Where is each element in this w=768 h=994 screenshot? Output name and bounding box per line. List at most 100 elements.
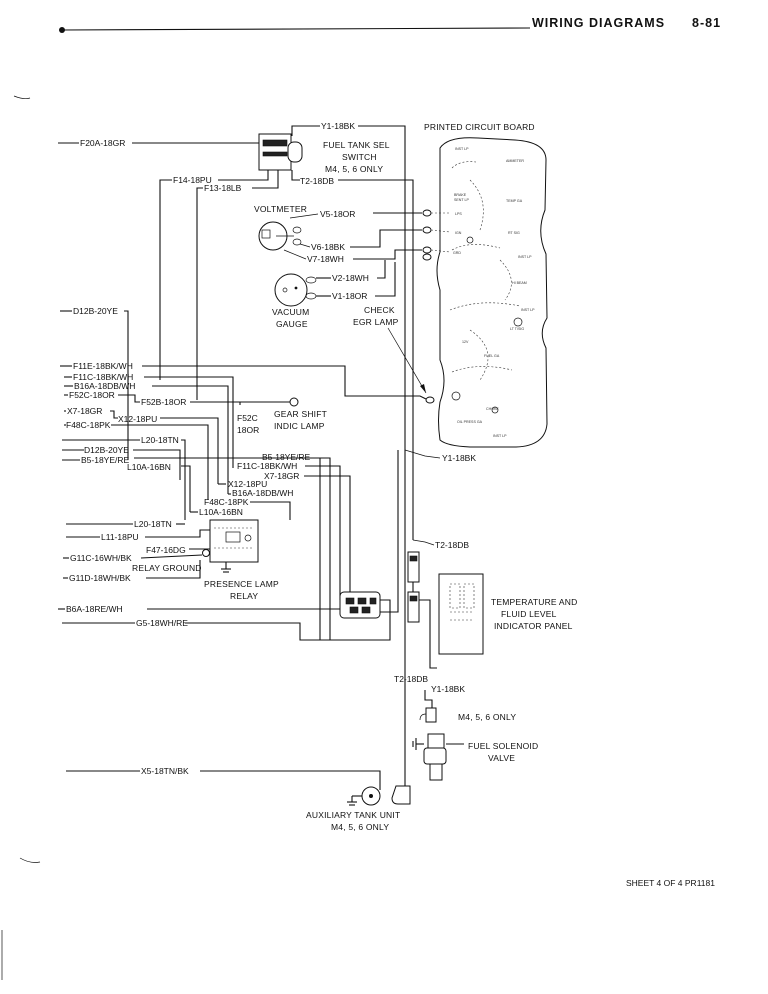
wire-label-f13-18lb: F13-18LB: [204, 183, 242, 193]
presence-lamp-relay-label-2: RELAY: [230, 591, 258, 601]
wire-label-t2-18db-mid: T2-18DB: [435, 540, 469, 550]
fuel-tank-sel-switch: [258, 133, 303, 171]
wire-label-g11c-16wh-bk: G11C-16WH/BK: [70, 553, 132, 563]
wire-label-b5-18ye-re-right: B5-18YE/RE: [262, 452, 311, 462]
wire-label-g5-18wh-re: G5-18WH/RE: [136, 618, 188, 628]
m456-only-label: M4, 5, 6 ONLY: [458, 712, 516, 722]
m456-connector: [419, 707, 437, 723]
wire-label-t2-18db-top: T2-18DB: [300, 176, 334, 186]
wire-f13-riser: [196, 187, 203, 400]
wire-label-t2-18db-lower: T2-18DB: [394, 674, 428, 684]
pcb-legend-1: INST LP: [455, 147, 469, 151]
wire-label-l20-18tn-lower: L20-18TN: [134, 519, 172, 529]
printed-circuit-board: [436, 137, 548, 448]
wire-label-l20-18tn-mid: L20-18TN: [141, 435, 179, 445]
wire-y1-trunk: [358, 125, 406, 450]
gear-shift-lamp-bulb: [289, 397, 299, 407]
wire-y1-lower: [398, 450, 406, 791]
wire-label-f48c-18pk: F48C-18PK: [66, 420, 111, 430]
check-egr-label-2: EGR LAMP: [353, 317, 399, 327]
wire-v7-lead: [283, 249, 307, 260]
wire-label-b16a-18db-wh-right: B16A-18DB/WH: [232, 488, 293, 498]
pcb-legend-5: TEMP GA: [506, 199, 523, 203]
wire-label-d12b-20ye-mid: D12B-20YE: [84, 445, 129, 455]
fuel-solenoid-label-1: FUEL SOLENOID: [468, 741, 538, 751]
wire-label-x7-18gr: X7-18GR: [67, 406, 102, 416]
wire-label-y1-18bk-mid: Y1-18BK: [442, 453, 476, 463]
wire-label-g11d-18wh-bk: G11D-18WH/BK: [69, 573, 131, 583]
wire-d12b-top: [124, 310, 129, 460]
aux-tank-label-2: M4, 5, 6 ONLY: [331, 822, 389, 832]
wire-t2-to-panel: [419, 599, 437, 669]
auxiliary-tank-unit: [361, 785, 411, 806]
ground-symbol-solenoid: [412, 738, 424, 750]
bulkhead-connector: [339, 591, 381, 619]
wire-g11d: [146, 560, 201, 579]
aux-tank-label-1: AUXILIARY TANK UNIT: [306, 810, 400, 820]
wire-l11: [145, 529, 210, 538]
page-number: 8-81: [692, 16, 721, 30]
wire-l10a-left: [181, 465, 191, 512]
wire-label-b6a-18re-wh: B6A-18RE/WH: [66, 604, 123, 614]
wire-d12b-mid: [133, 449, 181, 480]
wire-t2-mid-lead: [412, 539, 435, 546]
temperature-panel-label-3: INDICATOR PANEL: [494, 621, 573, 631]
pcb-connector: [422, 209, 451, 261]
pcb-legend-6: LPS: [455, 212, 462, 216]
pcb-legend-8: RT SIG: [508, 231, 520, 235]
wire-label-f11c-18bk-wh-right: F11C-18BK/WH: [237, 461, 297, 471]
pcb-legend-4: SENT LP: [454, 198, 470, 202]
vacuum-gauge-label-1: VACUUM: [272, 307, 309, 317]
wire-label-b5-18ye-re: B5-18YE/RE: [81, 455, 130, 465]
vacuum-gauge-label-2: GAUGE: [276, 319, 308, 329]
wire-f11c-right: [305, 465, 341, 600]
pcb-legend-12: INST LP: [521, 308, 535, 312]
check-egr-label-1: CHECK: [364, 305, 395, 315]
wire-x12: [160, 417, 219, 484]
pcb-legend-16: CHOKE: [486, 407, 499, 411]
wire-v2: [377, 260, 386, 279]
ground-symbol-relay: [221, 562, 231, 573]
wire-label-f48c-18pk-right: F48C-18PK: [204, 497, 249, 507]
wire-label-v2-18wh: V2-18WH: [332, 273, 369, 283]
pcb-legend-10: INST LP: [518, 255, 532, 259]
wire-f14-riser: [159, 179, 172, 380]
check-egr-arrow: [420, 384, 426, 393]
pcb-legend-9: GRD: [453, 251, 461, 255]
wire-x5: [200, 770, 381, 790]
wire-f13: [252, 170, 279, 189]
wire-y1-mid-lead: [404, 449, 441, 459]
wire-label-f52b-18or: F52B-18OR: [141, 397, 186, 407]
wire-g5: [185, 599, 391, 641]
pcb-legend-7: IGN: [455, 231, 462, 235]
wire-g11c: [140, 554, 203, 559]
wire-t2-switch: [291, 170, 300, 181]
sheet-footer: SHEET 4 OF 4 PR1181: [626, 878, 715, 888]
wire-v6-lead: [299, 243, 311, 248]
wire-x7-jog: [110, 410, 118, 419]
pcb-legend-14: FUEL GA: [484, 354, 500, 358]
wire-label-l10a-16bn: L10A-16BN: [127, 462, 171, 472]
pcb-legend-17: OIL PRESS GA: [457, 420, 483, 424]
voltmeter-label: VOLTMETER: [254, 204, 307, 214]
inline-connector-1: [407, 551, 420, 583]
pcb-legend-3: BRAKE: [454, 193, 467, 197]
wire-label-v6-18bk: V6-18BK: [311, 242, 345, 252]
vacuum-gauge: [274, 273, 317, 307]
wire-l20-mid: [181, 439, 186, 520]
presence-lamp-relay-label-1: PRESENCE LAMP: [204, 579, 279, 589]
wire-v6: [350, 229, 422, 248]
pcb-title: PRINTED CIRCUIT BOARD: [424, 122, 535, 132]
wire-y1-top: [291, 125, 320, 136]
wire-v7: [353, 249, 422, 260]
wire-f11e: [142, 365, 427, 400]
egr-lamp-socket: [425, 396, 435, 404]
wire-y1-to-m456: [424, 690, 433, 710]
wire-label-v5-18or: V5-18OR: [320, 209, 355, 219]
wire-b5-right: [316, 457, 331, 640]
wire-f11c: [144, 376, 234, 468]
wire-connector-up: [380, 450, 399, 613]
temperature-indicator-panel: [438, 573, 484, 655]
wire-label-f52c-stack-2: 18OR: [237, 425, 259, 435]
